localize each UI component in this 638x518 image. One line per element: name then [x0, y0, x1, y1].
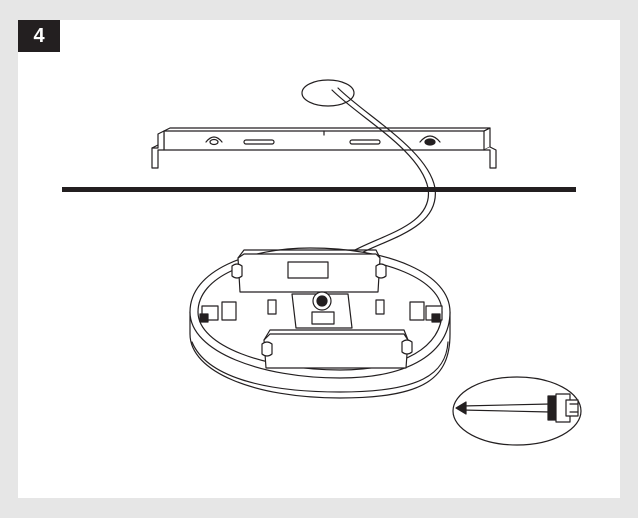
step-number-badge: 4	[18, 20, 60, 52]
mounting-bracket-icon	[151, 127, 497, 169]
light-fixture-icon	[189, 247, 451, 399]
ceiling-line-icon	[62, 187, 576, 192]
ceiling-hole-icon	[301, 79, 355, 107]
wire-connector-detail-icon	[452, 376, 582, 446]
